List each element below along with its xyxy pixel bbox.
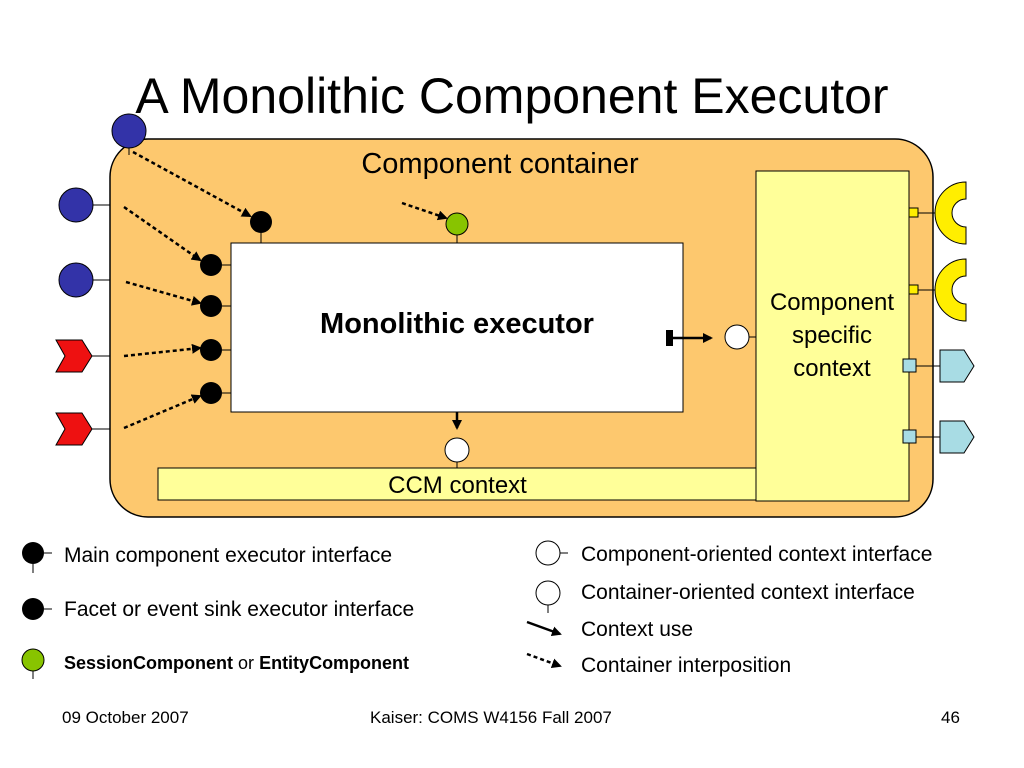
external-event-sinks bbox=[55, 339, 110, 446]
main-interface-top bbox=[250, 211, 272, 243]
session-component-interface bbox=[445, 212, 469, 243]
footer-page-number: 46 bbox=[941, 708, 960, 727]
legend-interposition: Container interposition bbox=[581, 654, 792, 677]
footer-course: Kaiser: COMS W4156 Fall 2007 bbox=[370, 708, 612, 727]
container-label: Component container bbox=[361, 148, 639, 180]
legend-context-use: Context use bbox=[581, 618, 694, 641]
executor-label: Monolithic executor bbox=[320, 308, 594, 340]
legend-facet-interface: Facet or event sink executor interface bbox=[64, 598, 415, 621]
legend-container-context: Container-oriented context interface bbox=[581, 581, 915, 604]
context-use-right bbox=[666, 324, 756, 350]
context-use-bottom bbox=[444, 412, 470, 468]
event-source-ports bbox=[902, 349, 975, 454]
receptacle-ports bbox=[908, 181, 967, 322]
ccm-context-box bbox=[157, 467, 757, 501]
monolithic-executor-box bbox=[230, 242, 684, 413]
specific-context-box bbox=[755, 170, 910, 502]
footer-date: 09 October 2007 bbox=[62, 708, 189, 727]
legend-component-context: Component-oriented context interface bbox=[581, 543, 933, 566]
legend-entity-component: EntityComponent bbox=[259, 653, 410, 673]
specific-context-label: Component specific context bbox=[769, 289, 895, 382]
legend-session-component: SessionComponent bbox=[64, 653, 234, 673]
facet-interfaces-left bbox=[200, 254, 231, 404]
page-title: A Monolithic Component Executor bbox=[135, 68, 889, 124]
legend-symbols bbox=[21, 540, 568, 679]
interposition-arrows bbox=[123, 150, 448, 430]
external-blue-ports bbox=[58, 113, 147, 298]
legend-main-interface: Main component executor interface bbox=[64, 544, 393, 567]
ccm-context-label: CCM context bbox=[388, 472, 527, 499]
legend-or: or bbox=[238, 653, 255, 673]
legend-session-entity: SessionComponent or EntityComponent bbox=[64, 653, 409, 674]
